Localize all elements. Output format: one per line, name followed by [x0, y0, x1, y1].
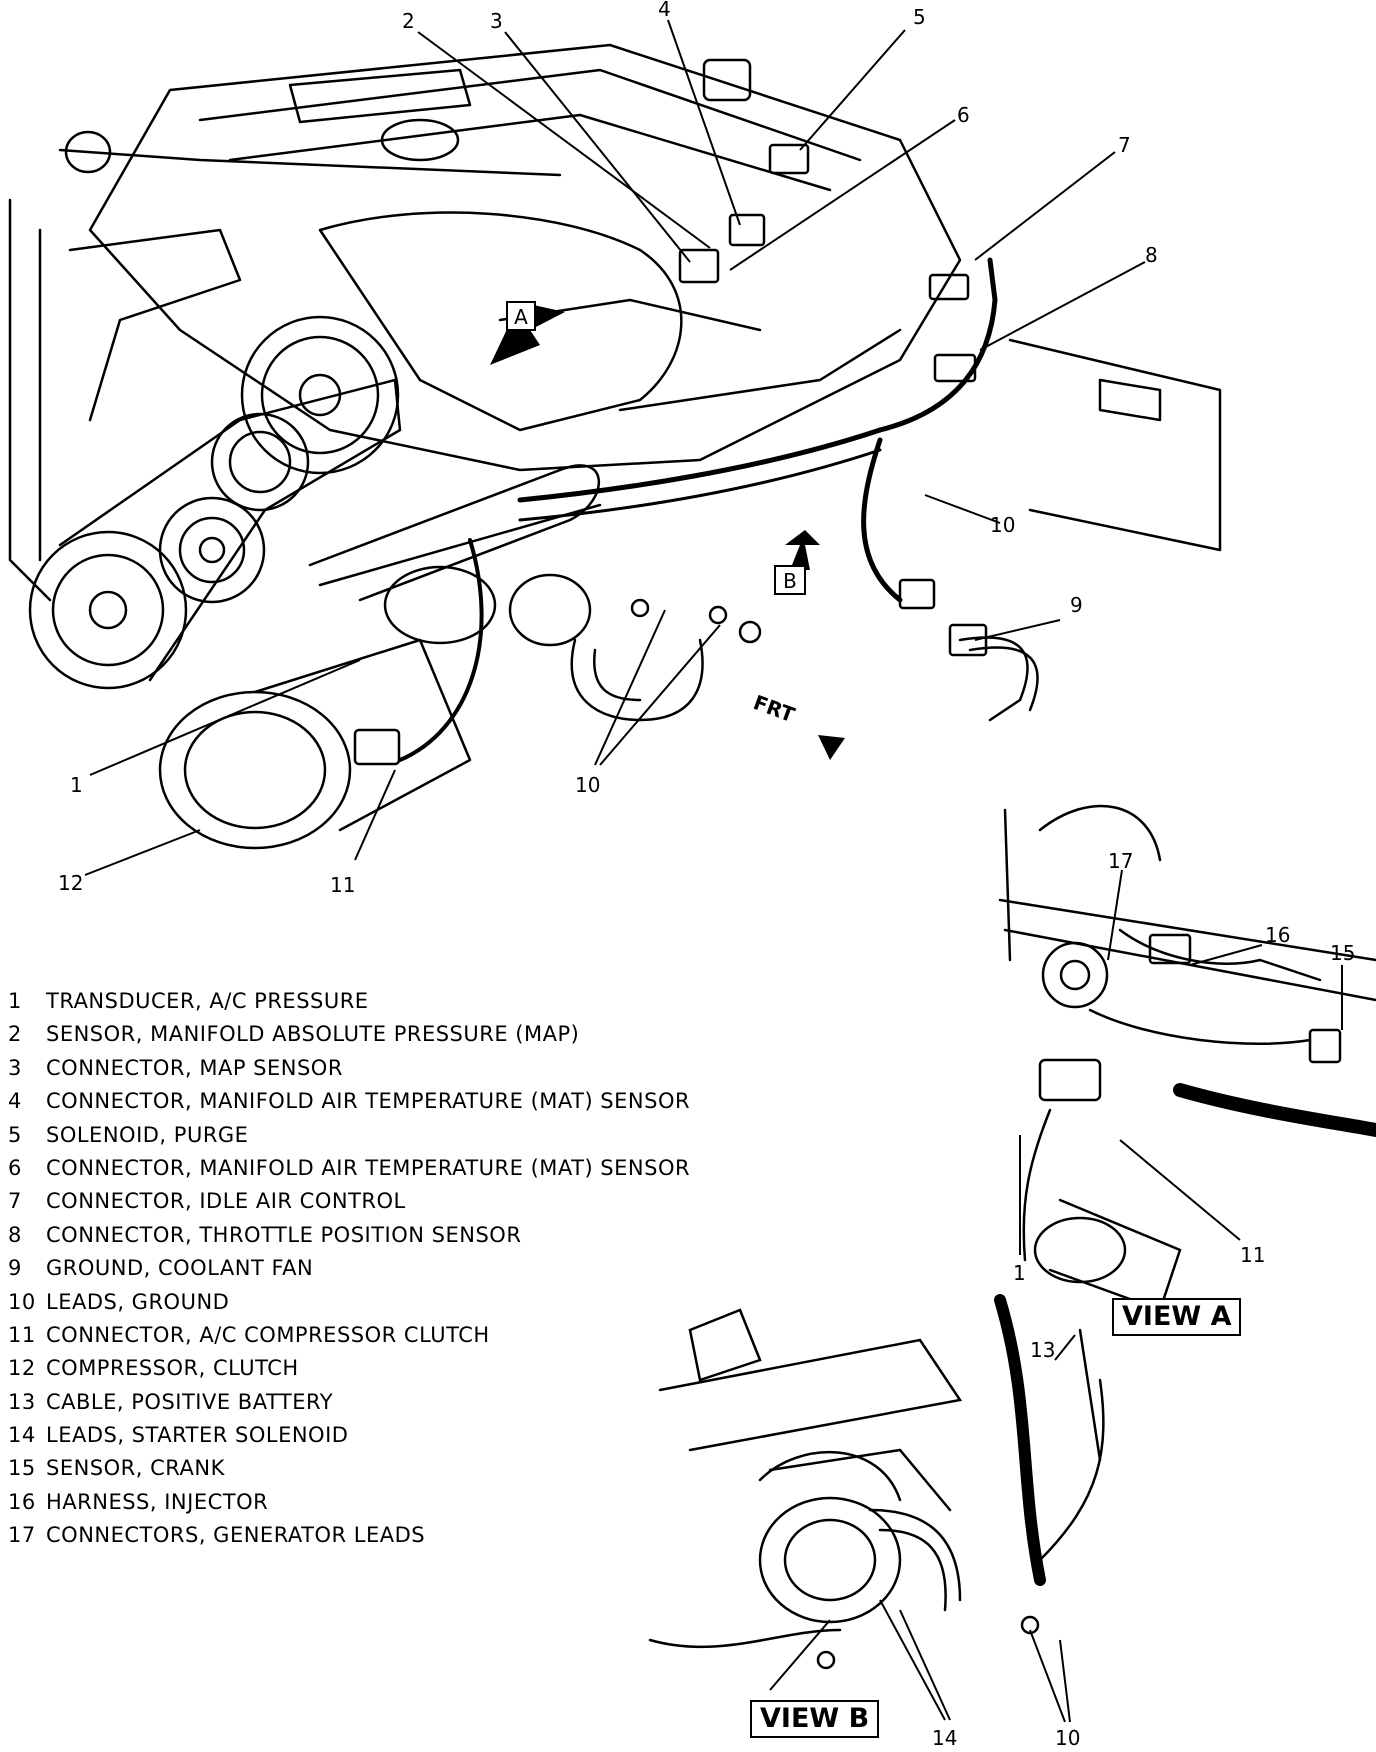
view-a-arrow-letter: A — [514, 305, 528, 329]
legend-item: 5 SOLENOID, PURGE — [8, 1119, 690, 1152]
callout-10: 10 — [575, 773, 600, 797]
callout-5: 5 — [913, 5, 926, 29]
callout-4: 4 — [658, 0, 671, 21]
legend-number: 17 — [8, 1523, 36, 1548]
view-b-illustration — [648, 1294, 1105, 1670]
view-a-callout-11: 11 — [1240, 1243, 1265, 1267]
view-a-label: VIEW A — [1112, 1298, 1242, 1336]
legend-number: 9 — [8, 1256, 22, 1281]
legend-text: SOLENOID, PURGE — [46, 1122, 249, 1147]
legend-item: 10 LEADS, GROUND — [8, 1286, 690, 1319]
legend-number: 4 — [8, 1089, 22, 1114]
legend-number: 14 — [8, 1423, 36, 1448]
legend-item: 4 CONNECTOR, MANIFOLD AIR TEMPERATURE (MA… — [8, 1085, 690, 1118]
legend-number: 12 — [8, 1356, 36, 1381]
view-b-callout-14: 14 — [932, 1726, 957, 1750]
legend-item: 7 CONNECTOR, IDLE AIR CONTROL — [8, 1185, 690, 1218]
callout-leader-lines — [84, 19, 1146, 876]
view-b-leaders — [769, 1334, 1076, 1723]
legend-text: CABLE, POSITIVE BATTERY — [46, 1389, 334, 1414]
view-a-callout-16: 16 — [1265, 923, 1290, 947]
legend-item: 8 CONNECTOR, THROTTLE POSITION SENSOR — [8, 1219, 690, 1252]
view-b-callout-10: 10 — [1055, 1726, 1080, 1750]
legend-number: 5 — [8, 1122, 22, 1147]
legend-item: 9 GROUND, COOLANT FAN — [8, 1252, 690, 1285]
callout-11: 11 — [330, 873, 355, 897]
callout-9: 9 — [1070, 593, 1083, 617]
main-callouts: 2 3 4 5 6 7 8 9 10 10 1 12 11 — [58, 0, 1158, 897]
legend-item: 16 HARNESS, INJECTOR — [8, 1486, 690, 1519]
legend-number: 13 — [8, 1389, 36, 1414]
legend-number: 16 — [8, 1489, 36, 1514]
callout-8: 8 — [1145, 243, 1158, 267]
legend-item: 15 SENSOR, CRANK — [8, 1452, 690, 1485]
view-b-label: VIEW B — [750, 1700, 880, 1738]
legend-item: 13 CABLE, POSITIVE BATTERY — [8, 1386, 690, 1419]
legend-text: CONNECTOR, MANIFOLD AIR TEMPERATURE (MAT… — [46, 1155, 691, 1180]
view-a-leaders — [1019, 869, 1343, 1255]
view-b-callout-13: 13 — [1030, 1338, 1055, 1362]
front-arrow: FRT — [750, 690, 845, 760]
legend-number: 8 — [8, 1222, 22, 1247]
legend-text: CONNECTORS, GENERATOR LEADS — [46, 1523, 426, 1548]
legend-number: 6 — [8, 1155, 22, 1180]
legend-text: TRANSDUCER, A/C PRESSURE — [46, 989, 369, 1013]
legend-number: 15 — [8, 1456, 36, 1481]
legend-text: CONNECTOR, MAP SENSOR — [46, 1055, 343, 1080]
legend-number: 1 — [8, 989, 22, 1013]
legend-text: CONNECTOR, A/C COMPRESSOR CLUTCH — [46, 1322, 490, 1347]
legend-text: HARNESS, INJECTOR — [46, 1489, 269, 1514]
legend-number: 11 — [8, 1322, 36, 1347]
view-a-arrow: A — [490, 301, 565, 365]
view-b-arrow-letter: B — [783, 569, 797, 593]
view-a-illustration — [998, 804, 1376, 1312]
view-a-callouts: 17 16 15 1 11 — [1013, 849, 1355, 1285]
callout-1: 1 — [70, 773, 83, 797]
legend-number: 3 — [8, 1055, 22, 1080]
legend-item: 1 TRANSDUCER, A/C PRESSURE — [8, 985, 690, 1018]
legend-number: 7 — [8, 1189, 22, 1214]
legend-item: 14 LEADS, STARTER SOLENOID — [8, 1419, 690, 1452]
callout-6: 6 — [957, 103, 970, 127]
parts-legend: 1 TRANSDUCER, A/C PRESSURE 2 SENSOR, MANIF… — [8, 985, 690, 1553]
view-b-arrow: B — [774, 530, 820, 595]
legend-text: CONNECTOR, IDLE AIR CONTROL — [46, 1189, 406, 1214]
callout-7: 7 — [1118, 133, 1131, 157]
legend-item: 2 SENSOR, MANIFOLD ABSOLUTE PRESSURE (MAP… — [8, 1018, 690, 1051]
legend-item: 3 CONNECTOR, MAP SENSOR — [8, 1052, 690, 1085]
main-engine-illustration — [8, 43, 1222, 850]
front-arrow-label: FRT — [750, 690, 798, 727]
legend-text: LEADS, STARTER SOLENOID — [46, 1423, 349, 1448]
view-b-callouts: 13 14 10 — [932, 1338, 1080, 1750]
callout-10-right: 10 — [990, 513, 1015, 537]
legend-number: 2 — [8, 1022, 22, 1047]
callout-3: 3 — [490, 9, 503, 33]
legend-text: GROUND, COOLANT FAN — [46, 1256, 314, 1281]
callout-2: 2 — [402, 9, 415, 33]
view-a-callout-1: 1 — [1013, 1261, 1026, 1285]
legend-item: 12 COMPRESSOR, CLUTCH — [8, 1352, 690, 1385]
legend-item: 17 CONNECTORS, GENERATOR LEADS — [8, 1519, 690, 1552]
legend-number: 10 — [8, 1289, 36, 1314]
legend-item: 11 CONNECTOR, A/C COMPRESSOR CLUTCH — [8, 1319, 690, 1352]
view-a-callout-17: 17 — [1108, 849, 1133, 873]
view-a-callout-15: 15 — [1330, 941, 1355, 965]
legend-text: SENSOR, MANIFOLD ABSOLUTE PRESSURE (MAP) — [46, 1022, 580, 1047]
callout-12: 12 — [58, 871, 83, 895]
legend-text: CONNECTOR, THROTTLE POSITION SENSOR — [46, 1222, 522, 1247]
legend-text: CONNECTOR, MANIFOLD AIR TEMPERATURE (MAT… — [46, 1089, 691, 1114]
legend-text: LEADS, GROUND — [46, 1289, 230, 1314]
legend-text: SENSOR, CRANK — [46, 1456, 225, 1481]
legend-item: 6 CONNECTOR, MANIFOLD AIR TEMPERATURE (MA… — [8, 1152, 690, 1185]
legend-text: COMPRESSOR, CLUTCH — [46, 1356, 299, 1381]
